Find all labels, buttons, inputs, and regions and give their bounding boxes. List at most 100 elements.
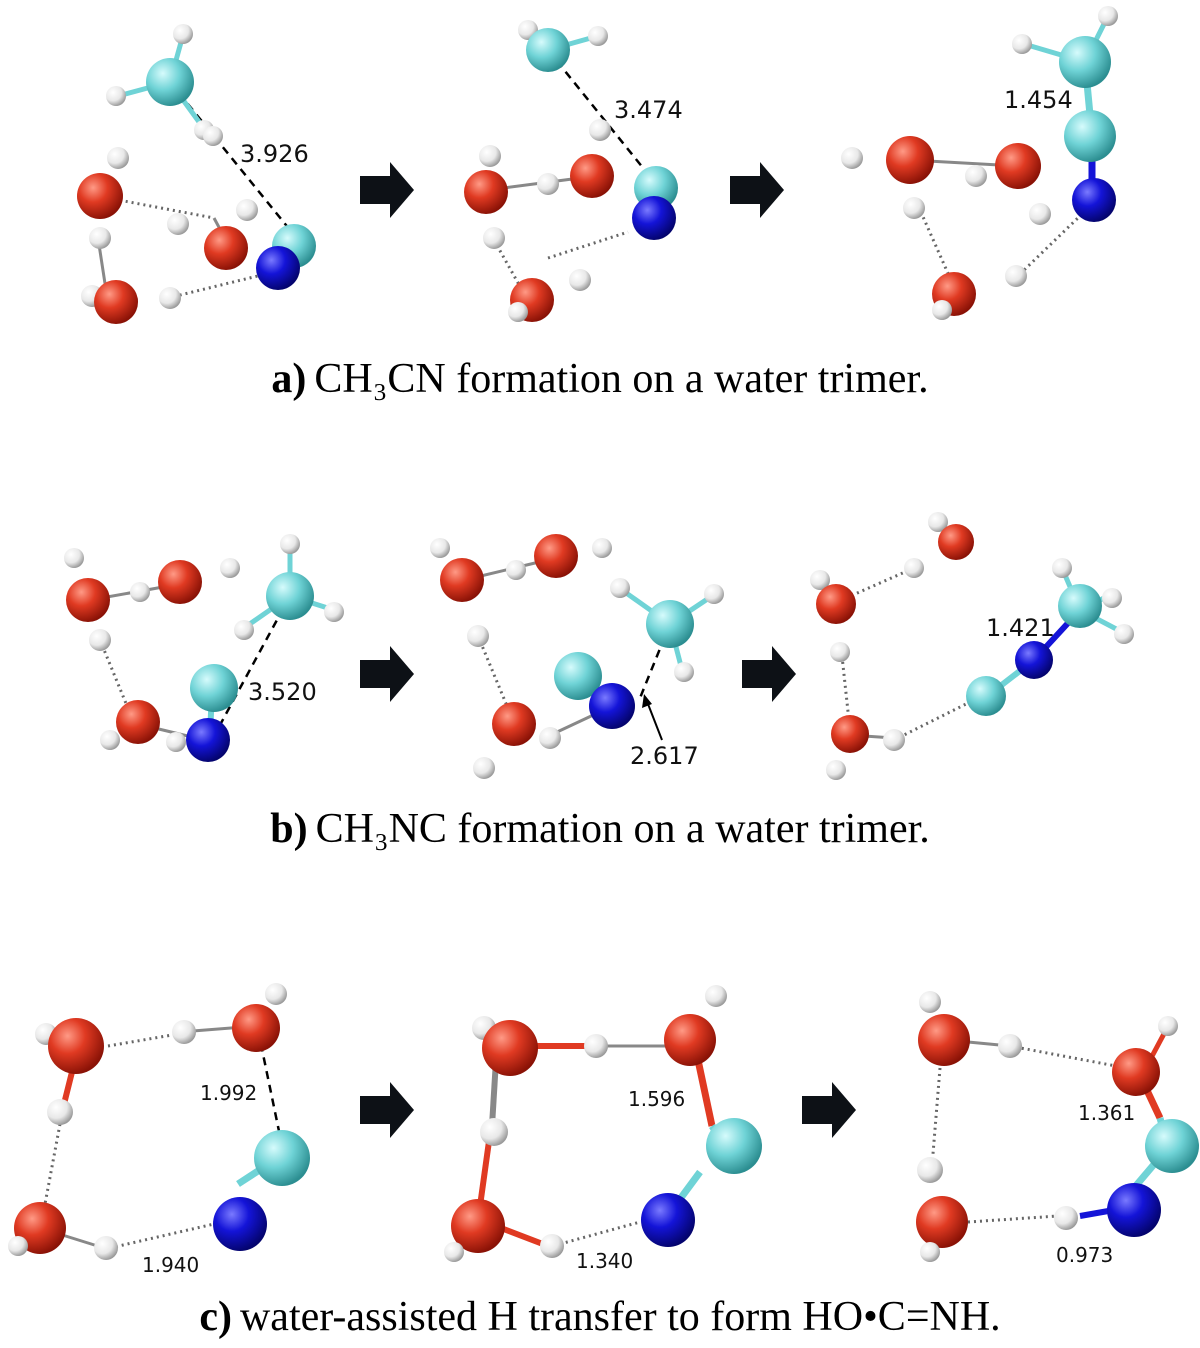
hydrogen-atom	[159, 287, 181, 309]
hydrogen-atom	[928, 512, 948, 532]
hydrogen-atom	[1114, 624, 1134, 644]
oxygen-atom	[816, 584, 856, 624]
hydrogen-atom	[584, 1034, 608, 1058]
hydrogen-atom	[64, 548, 84, 568]
carbon-atom	[266, 572, 314, 620]
hydrogen-atom	[810, 570, 830, 590]
structure-b1: 3.520	[64, 534, 344, 762]
oxygen-atom	[464, 170, 508, 214]
hydrogen-atom	[8, 1236, 28, 1256]
oxygen-atom	[492, 702, 536, 746]
oxygen-atom	[995, 143, 1041, 189]
nitrogen-atom	[589, 683, 635, 729]
carbon-atom	[1145, 1119, 1199, 1173]
nitrogen-atom	[186, 718, 230, 762]
oxygen-atom	[204, 226, 248, 270]
hydrogen-atom	[1029, 203, 1051, 225]
hydrogen-atom	[539, 727, 561, 749]
oxygen-atom	[116, 700, 160, 744]
panel-c: 1.992 1.940 1.596 1.	[8, 983, 1199, 1340]
structure-a3: 1.454	[841, 6, 1118, 320]
hydrogen-atom	[569, 269, 591, 291]
hydrogen-atom	[705, 985, 727, 1007]
distance-label: 1.940	[142, 1253, 199, 1277]
structure-c3: 1.361 0.973	[916, 991, 1199, 1267]
hydrogen-atom	[1098, 6, 1118, 26]
hydrogen-atom	[841, 147, 863, 169]
nitrogen-atom	[632, 196, 676, 240]
hydrogen-atom	[1102, 588, 1122, 608]
hydrogen-atom	[167, 213, 189, 235]
oxygen-atom	[77, 173, 123, 219]
hydrogen-atom	[89, 227, 111, 249]
oxygen-atom	[570, 154, 614, 198]
hydrogen-atom	[1054, 1206, 1078, 1230]
hydrogen-atom	[508, 302, 528, 322]
hydrogen-atom	[324, 602, 344, 622]
oxygen-atom	[664, 1014, 716, 1066]
carbon-atom	[1059, 36, 1111, 88]
hydrogen-atom	[234, 620, 254, 640]
oxygen-atom	[232, 1004, 280, 1052]
hydrogen-atom	[430, 538, 450, 558]
hydrogen-atom	[610, 578, 630, 598]
hydrogen-atom	[130, 582, 150, 602]
hydrogen-atom	[220, 558, 240, 578]
hydrogen-atom	[506, 560, 526, 580]
distance-label: 0.973	[1056, 1243, 1113, 1267]
structure-a2: 3.474	[464, 20, 683, 322]
hydrogen-atom	[166, 732, 186, 752]
hydrogen-atom	[919, 991, 941, 1013]
carbon-atom	[646, 600, 694, 648]
nitrogen-atom	[1072, 178, 1116, 222]
hydrogen-atom	[917, 1157, 943, 1183]
hydrogen-atom	[265, 983, 287, 1005]
hydrogen-atom	[998, 1034, 1022, 1058]
hydrogen-atom	[203, 126, 223, 146]
reaction-arrow	[742, 646, 796, 702]
carbon-atom	[526, 28, 570, 72]
oxygen-atom	[938, 524, 974, 560]
carbon-atom	[190, 664, 238, 712]
hydrogen-atom	[932, 300, 952, 320]
hydrogen-atom	[830, 642, 850, 662]
hydrogen-atom	[89, 629, 111, 651]
distance-label: 1.596	[628, 1087, 685, 1111]
carbon-atom	[254, 1130, 310, 1186]
hydrogen-atom	[280, 534, 300, 554]
oxygen-atom	[534, 534, 578, 578]
oxygen-atom	[916, 1196, 968, 1248]
distance-label: 1.454	[1004, 86, 1073, 114]
hydrogen-atom	[540, 1234, 564, 1258]
hydrogen-atom	[47, 1099, 73, 1125]
hydrogen-atom	[172, 1020, 196, 1044]
oxygen-atom	[1112, 1048, 1160, 1096]
nitrogen-atom	[256, 246, 300, 290]
oxygen-atom	[918, 1014, 970, 1066]
distance-label: 1.340	[576, 1249, 633, 1273]
distance-label: 2.617	[630, 742, 699, 770]
hydrogen-atom	[965, 165, 987, 187]
distance-label: 1.421	[986, 614, 1055, 642]
reaction-arrow	[802, 1082, 856, 1138]
hydrogen-atom	[1052, 558, 1072, 578]
hydrogen-atom	[904, 558, 924, 578]
hydrogen-atom	[883, 729, 905, 751]
caption-c: c)water-assisted H transfer to form HO•C…	[199, 1294, 1000, 1340]
hydrogen-atom	[1012, 34, 1032, 54]
distance-label: 3.520	[248, 678, 317, 706]
hydrogen-atom	[473, 757, 495, 779]
hydrogen-atom	[537, 173, 559, 195]
hydrogen-atom	[100, 730, 120, 750]
hydrogen-atom	[483, 227, 505, 249]
carbon-atom	[966, 676, 1006, 716]
distance-label: 1.361	[1078, 1101, 1135, 1125]
structure-c2: 1.596 1.340	[444, 985, 762, 1273]
reaction-arrow	[730, 162, 784, 218]
distance-label: 3.474	[614, 96, 683, 124]
nitrogen-atom	[213, 1197, 267, 1251]
carbon-atom	[1064, 110, 1116, 162]
hydrogen-atom	[592, 538, 612, 558]
nitrogen-atom	[641, 1193, 695, 1247]
